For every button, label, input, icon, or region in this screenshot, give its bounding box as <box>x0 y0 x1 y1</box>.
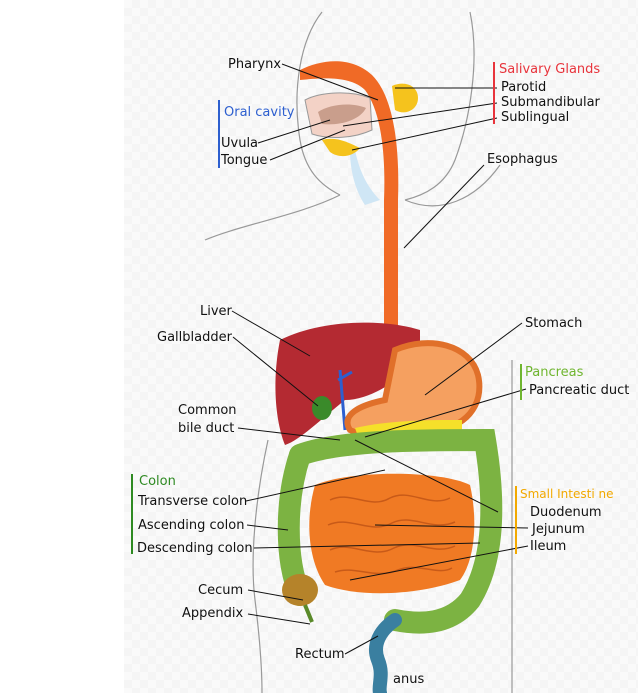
label-rectum: Rectum <box>295 647 345 662</box>
intestine-folds <box>327 494 456 575</box>
label-jejunum: Jejunum <box>532 522 585 537</box>
parotid-gland <box>392 83 418 113</box>
label-pancreatic-duct: Pancreatic duct <box>529 383 630 398</box>
label-appendix: Appendix <box>182 606 244 621</box>
label-colon: Colon <box>139 474 176 489</box>
appendix-shape <box>303 604 314 623</box>
label-ileum: Ileum <box>530 539 567 554</box>
cecum-shape <box>282 574 318 606</box>
label-salivary-glands: Salivary Glands <box>499 62 601 77</box>
label-ascending-colon: Ascending colon <box>138 518 245 533</box>
label-parotid: Parotid <box>501 80 547 95</box>
label-stomach: Stomach <box>525 316 583 331</box>
bile-duct-shape <box>337 369 353 431</box>
ascending-colon-shape <box>277 444 311 606</box>
label-esophagus: Esophagus <box>487 152 558 167</box>
label-sublingual: Sublingual <box>501 110 570 125</box>
leader-lines <box>231 63 529 655</box>
label-bile-duct: bile duct <box>178 421 235 436</box>
body-outline <box>204 11 513 693</box>
label-common: Common <box>178 403 237 418</box>
label-oral-cavity: Oral cavity <box>224 105 295 120</box>
label-tongue: Tongue <box>221 153 268 168</box>
gallbladder-shape <box>312 396 332 420</box>
tongue-shape <box>318 104 366 125</box>
label-pharynx: Pharynx <box>228 57 282 72</box>
liver-shape <box>275 322 420 445</box>
label-transverse-colon: Transverse colon <box>138 494 248 509</box>
label-small-intestine: Small Intesti ne <box>520 487 614 501</box>
label-pancreas: Pancreas <box>525 365 584 380</box>
trachea-shape <box>350 150 380 205</box>
label-submandibular: Submandibular <box>501 95 600 110</box>
label-uvula: Uvula <box>221 136 259 151</box>
label-gallbladder: Gallbladder <box>157 330 232 345</box>
small-intestine-shape <box>309 473 475 594</box>
colon-shape <box>289 428 503 634</box>
rectum-shape <box>369 613 402 693</box>
label-cecum: Cecum <box>198 583 244 598</box>
left-blank-panel <box>0 0 124 693</box>
label-duodenum: Duodenum <box>530 505 602 520</box>
label-descending-colon: Descending colon <box>137 541 253 556</box>
sublingual-gland <box>322 138 360 157</box>
label-anus: anus <box>393 672 425 687</box>
label-liver: Liver <box>200 304 232 319</box>
